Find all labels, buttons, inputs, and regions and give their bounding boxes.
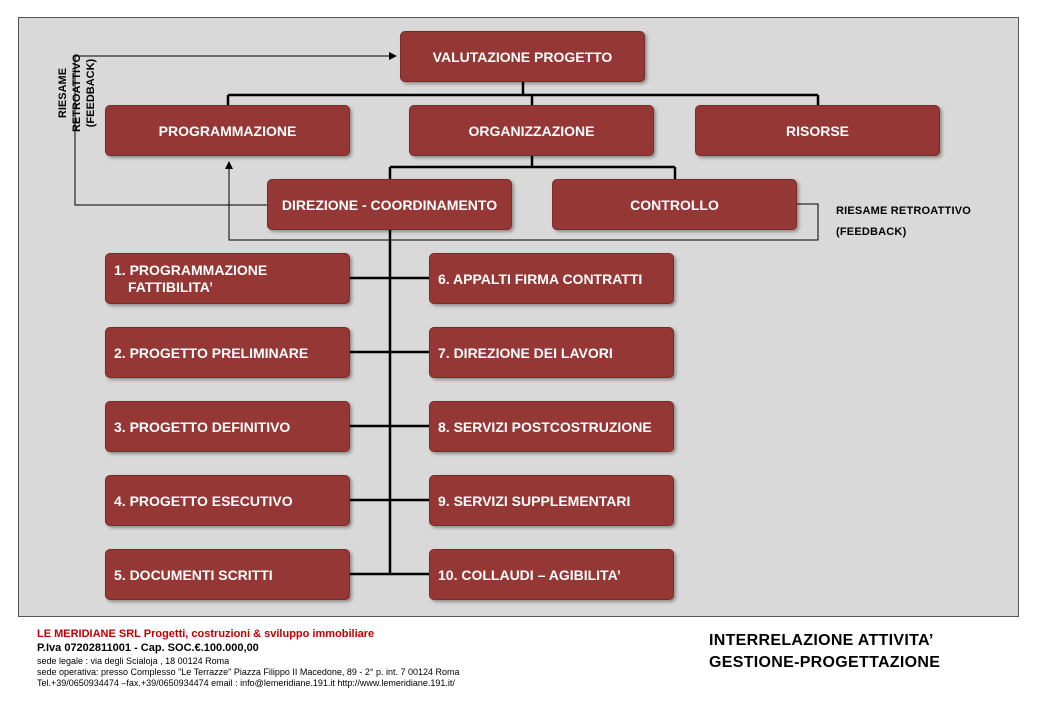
organizzazione-box: ORGANIZZAZIONE xyxy=(409,105,654,156)
phase-label-1-line1: 1. PROGRAMMAZIONE xyxy=(114,261,268,278)
feedback-right-line1: RIESAME RETROATTIVO xyxy=(836,205,971,217)
direzione-coordinamento-box: DIREZIONE - COORDINAMENTO xyxy=(267,179,512,230)
feedback-left-line1: RIESAME xyxy=(57,67,69,119)
feedback-left-label: RIESAME RETROATTIVO (FEEDBACK) xyxy=(56,18,98,168)
direzione-coordinamento-label: DIREZIONE - COORDINAMENTO xyxy=(281,196,498,213)
phase-box-6: 6. APPALTI FIRMA CONTRATTI xyxy=(429,253,674,304)
controllo-label: CONTROLLO xyxy=(630,196,719,213)
controllo-box: CONTROLLO xyxy=(552,179,797,230)
organizzazione-label: ORGANIZZAZIONE xyxy=(468,122,595,139)
phase-box-2: 2. PROGETTO PRELIMINARE xyxy=(105,327,350,378)
phase-label-3: 3. PROGETTO DEFINITIVO xyxy=(114,418,291,435)
programmazione-box: PROGRAMMAZIONE xyxy=(105,105,350,156)
phase-label-1-line2: FATTIBILITA’ xyxy=(128,278,214,295)
phase-box-7: 7. DIREZIONE DEI LAVORI xyxy=(429,327,674,378)
phase-box-3: 3. PROGETTO DEFINITIVO xyxy=(105,401,350,452)
phase-label-7: 7. DIREZIONE DEI LAVORI xyxy=(438,344,613,361)
phase-box-5: 5. DOCUMENTI SCRITTI xyxy=(105,549,350,600)
company-vat: P.Iva 07202811001 - Cap. SOC.€.100.000,0… xyxy=(37,642,259,654)
phase-label-1: 1. PROGRAMMAZIONE FATTIBILITA’ xyxy=(114,262,267,296)
title-line2: GESTIONE-PROGETTAZIONE xyxy=(709,654,941,671)
feedback-left-line2: RETROATTIVO xyxy=(71,54,83,133)
valutazione-progetto-box: VALUTAZIONE PROGETTO xyxy=(400,31,645,82)
programmazione-label: PROGRAMMAZIONE xyxy=(158,122,297,139)
page-title: INTERRELAZIONE ATTIVITA’ GESTIONE-PROGET… xyxy=(709,630,940,674)
risorse-box: RISORSE xyxy=(695,105,940,156)
title-line1: INTERRELAZIONE ATTIVITA’ xyxy=(709,632,934,649)
contact-info: Tel.+39/0650934474 –fax.+39/0650934474 e… xyxy=(37,678,455,688)
valutazione-progetto-label: VALUTAZIONE PROGETTO xyxy=(432,48,613,65)
phase-box-8: 8. SERVIZI POSTCOSTRUZIONE xyxy=(429,401,674,452)
phase-box-10: 10. COLLAUDI – AGIBILITA’ xyxy=(429,549,674,600)
phase-label-5: 5. DOCUMENTI SCRITTI xyxy=(114,566,273,583)
risorse-label: RISORSE xyxy=(785,122,849,139)
phase-label-10: 10. COLLAUDI – AGIBILITA’ xyxy=(438,566,621,583)
phase-label-4: 4. PROGETTO ESECUTIVO xyxy=(114,492,293,509)
feedback-right-line2: (FEEDBACK) xyxy=(836,226,907,238)
registered-office: sede legale : via degli Scialoja , 18 00… xyxy=(37,656,230,666)
phase-label-9: 9. SERVIZI SUPPLEMENTARI xyxy=(438,492,631,509)
phase-box-4: 4. PROGETTO ESECUTIVO xyxy=(105,475,350,526)
phase-box-9: 9. SERVIZI SUPPLEMENTARI xyxy=(429,475,674,526)
phase-label-8: 8. SERVIZI POSTCOSTRUZIONE xyxy=(438,418,652,435)
phase-label-6: 6. APPALTI FIRMA CONTRATTI xyxy=(438,270,643,287)
company-name: LE MERIDIANE SRL Progetti, costruzioni &… xyxy=(37,628,375,640)
operational-office: sede operativa: presso Complesso "Le Ter… xyxy=(37,667,460,677)
phase-box-1: 1. PROGRAMMAZIONE FATTIBILITA’ xyxy=(105,253,350,304)
feedback-left-line3: (FEEDBACK) xyxy=(85,58,97,128)
phase-label-2: 2. PROGETTO PRELIMINARE xyxy=(114,344,309,361)
